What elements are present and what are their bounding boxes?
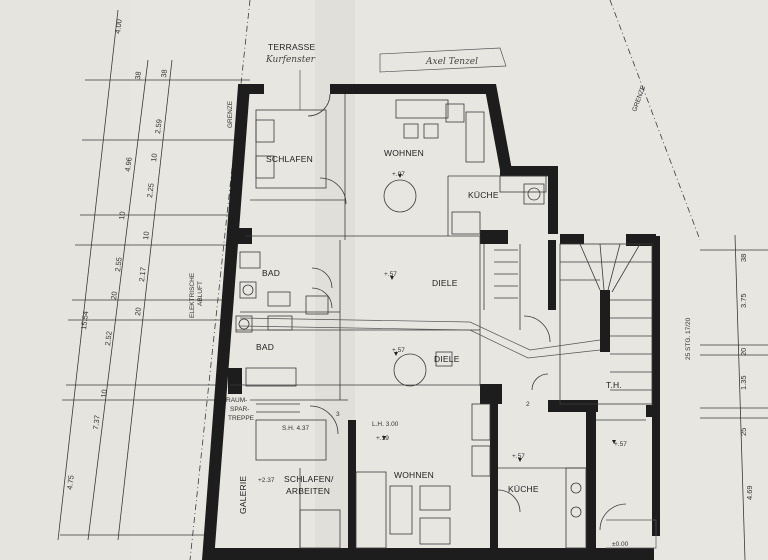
staircase (256, 243, 653, 413)
room-label-galerie: GALERIE (238, 476, 248, 514)
level-diele-2: +.57 (392, 347, 405, 354)
level-markers (382, 174, 616, 462)
dim-left-outer-0: 4.00 (113, 19, 124, 35)
dim-left-third-6: 20 (133, 307, 143, 316)
label-grenze-left: GRENZE (227, 100, 234, 128)
room-label-schlafen-arbeiten-1: SCHLAFEN/ (284, 474, 334, 484)
level-th: +.57 (614, 441, 627, 448)
room-label-schlafen-top: SCHLAFEN (266, 154, 313, 164)
dim-left-inner-0: 38 (133, 71, 143, 80)
room-label-terrasse: TERRASSE (268, 42, 316, 52)
handwritten-note-right: Axel Tenzel (425, 57, 478, 67)
room-label-bad-2: BAD (256, 342, 274, 352)
dim-left-inner-3: 2.55 (113, 257, 124, 273)
dim-right-4: 25 (739, 428, 748, 436)
level-wohnen-bottom: +.19 (376, 435, 389, 442)
room-label-wohnen-top: WOHNEN (384, 148, 424, 158)
room-label-wohnen-bottom: WOHNEN (394, 470, 434, 480)
dim-left-third-4: 10 (141, 231, 151, 240)
room-label-th: T.H. (606, 380, 622, 390)
dim-left-inner-1: 4.96 (123, 157, 134, 173)
label-stairs-note: 25 STG. 17/20 (685, 317, 692, 360)
level-diele-1: +.57 (384, 271, 397, 278)
grenze-line-right (609, 0, 701, 241)
handwritten-note-top: Kurfenster (265, 55, 316, 65)
dim-left-inner-6: 10 (99, 389, 109, 398)
label-elektrische-2: ABLUFT (197, 281, 204, 306)
dim-left-inner-7: 7.37 (91, 415, 102, 431)
dim-left-outer-2: 4.75 (65, 475, 76, 491)
dim-left-third-5: 2.17 (137, 267, 148, 283)
dimension-lines-left (57, 9, 250, 541)
label-sh: S.H. 4.37 (282, 425, 309, 432)
pencil-sketch-lines (239, 47, 657, 549)
dim-right-0: 38 (739, 254, 748, 262)
dim-left-third-3: 2.25 (145, 183, 156, 199)
level-wohnen-top: +.97 (392, 171, 405, 178)
dimension-lines-right (700, 234, 768, 560)
room-label-schlafen-arbeiten-2: ARBEITEN (286, 486, 330, 496)
dim-left-third-1: 2.59 (153, 119, 164, 135)
level-kueche-bottom: +.57 (512, 453, 525, 460)
dim-left-inner-4: 20 (109, 291, 119, 300)
dim-right-2: 20 (739, 348, 748, 356)
dim-left-inner-2: 10 (117, 211, 127, 220)
label-raumspartreppe-3: TREPPE (228, 415, 255, 422)
dim-right-3: 1.35 (739, 375, 748, 390)
level-bottom-right: ±0.00 (612, 541, 629, 548)
dim-right-1: 3.75 (739, 293, 748, 308)
dim-left-inner-5: 2.52 (103, 331, 114, 347)
door-swings (307, 93, 627, 531)
dim-left-third-2: 10 (149, 153, 159, 162)
room-label-diele-2: DIELE (434, 354, 460, 364)
room-label-bad-1: BAD (262, 268, 280, 278)
dim-right-5: 4.69 (745, 485, 754, 500)
level-galerie: +2.37 (258, 477, 275, 484)
stair-number-2: 2 (526, 401, 530, 408)
room-label-kueche-bottom: KÜCHE (508, 484, 539, 494)
room-label-diele-1: DIELE (432, 278, 458, 288)
dim-left-third-0: 38 (159, 69, 169, 78)
furniture (235, 99, 587, 549)
walls (202, 84, 660, 560)
stair-number-3: 3 (336, 411, 340, 418)
label-raumspartreppe-1: RAUM- (226, 397, 247, 404)
dim-left-outer-1: 15.54 (79, 311, 90, 331)
label-lichte-hoehe: L.H. 3.00 (372, 421, 399, 428)
label-elektrische-1: ELEKTRISCHE (189, 272, 196, 318)
label-raumspartreppe-2: SPAR- (230, 406, 249, 413)
room-label-kueche-top: KÜCHE (468, 190, 499, 200)
